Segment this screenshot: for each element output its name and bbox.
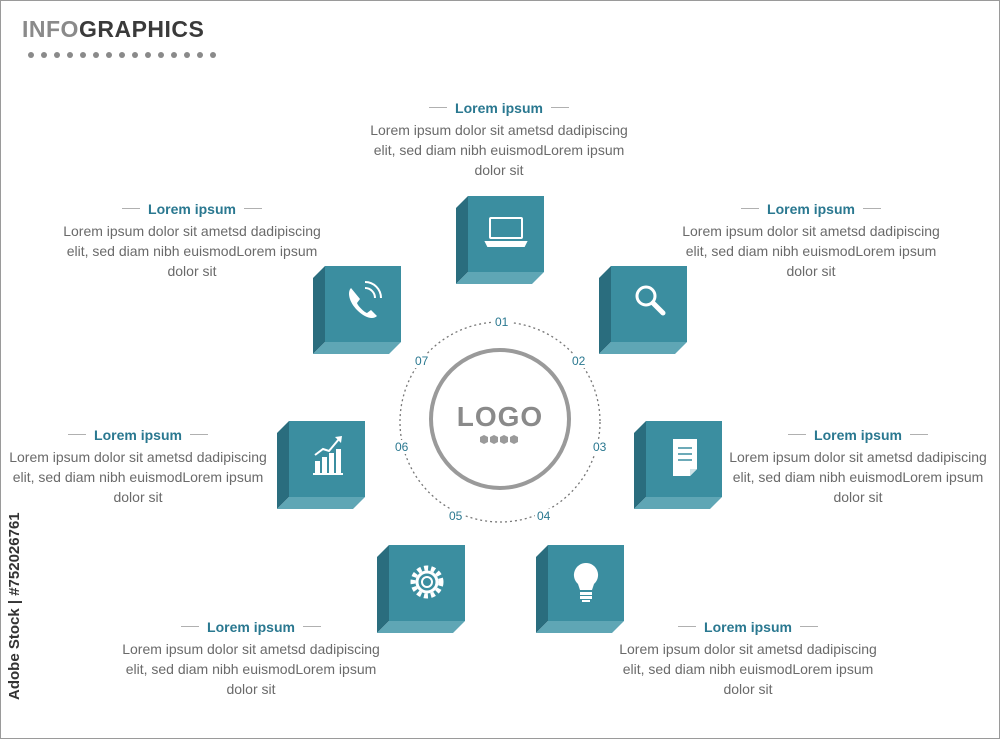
step-01-body: Lorem ipsum dolor sit ametsd dadipiscing… xyxy=(370,121,628,178)
infographic-title: INFOGRAPHICS xyxy=(22,16,205,42)
step-number-06: 06 xyxy=(393,440,411,454)
logo-hexagons xyxy=(480,435,518,444)
cube-step-02 xyxy=(599,266,687,354)
step-02-body: Lorem ipsum dolor sit ametsd dadipiscing… xyxy=(682,222,940,279)
cube-step-07 xyxy=(313,266,401,354)
cube-step-01 xyxy=(456,196,544,284)
title-dots xyxy=(28,52,216,58)
step-03-body: Lorem ipsum dolor sit ametsd dadipiscing… xyxy=(729,448,987,505)
step-04-title: Lorem ipsum xyxy=(678,619,818,635)
cube-step-05 xyxy=(377,545,465,633)
step-03-title: Lorem ipsum xyxy=(788,427,928,443)
step-number-03: 03 xyxy=(591,440,609,454)
step-04-text: Lorem ipsum Lorem ipsum dolor sit ametsd… xyxy=(618,614,878,699)
step-07-text: Lorem ipsum Lorem ipsum dolor sit ametsd… xyxy=(62,196,322,281)
step-number-05: 05 xyxy=(447,509,465,523)
step-07-body: Lorem ipsum dolor sit ametsd dadipiscing… xyxy=(63,222,321,279)
stock-credit: Adobe Stock | #752026761 xyxy=(6,512,23,700)
laptop-icon xyxy=(484,217,528,247)
step-number-04: 04 xyxy=(535,509,553,523)
step-01-text: Lorem ipsum Lorem ipsum dolor sit ametsd… xyxy=(369,95,629,180)
cube-step-06 xyxy=(277,421,365,509)
step-05-body: Lorem ipsum dolor sit ametsd dadipiscing… xyxy=(122,640,380,697)
step-number-01: 01 xyxy=(492,315,512,329)
step-06-body: Lorem ipsum dolor sit ametsd dadipiscing… xyxy=(9,448,267,505)
search-icon xyxy=(635,285,666,316)
step-07-title: Lorem ipsum xyxy=(122,201,262,217)
step-02-text: Lorem ipsum Lorem ipsum dolor sit ametsd… xyxy=(681,196,941,281)
step-05-title: Lorem ipsum xyxy=(181,619,321,635)
gear-icon xyxy=(410,565,444,599)
step-03-text: Lorem ipsum Lorem ipsum dolor sit ametsd… xyxy=(728,422,988,507)
step-04-body: Lorem ipsum dolor sit ametsd dadipiscing… xyxy=(619,640,877,697)
step-05-text: Lorem ipsum Lorem ipsum dolor sit ametsd… xyxy=(121,614,381,699)
cube-step-04 xyxy=(536,545,624,633)
document-icon xyxy=(673,439,697,476)
step-06-title: Lorem ipsum xyxy=(68,427,208,443)
phone-call-icon xyxy=(349,281,382,318)
step-01-title: Lorem ipsum xyxy=(429,100,569,116)
growth-chart-icon xyxy=(313,436,343,475)
step-number-07: 07 xyxy=(413,354,431,368)
step-number-02: 02 xyxy=(570,354,588,368)
cube-step-03 xyxy=(634,421,722,509)
step-06-text: Lorem ipsum Lorem ipsum dolor sit ametsd… xyxy=(8,422,268,507)
logo-text: LOGO xyxy=(456,401,544,432)
logo-circle xyxy=(429,348,571,490)
lightbulb-icon xyxy=(573,562,599,602)
step-02-title: Lorem ipsum xyxy=(741,201,881,217)
